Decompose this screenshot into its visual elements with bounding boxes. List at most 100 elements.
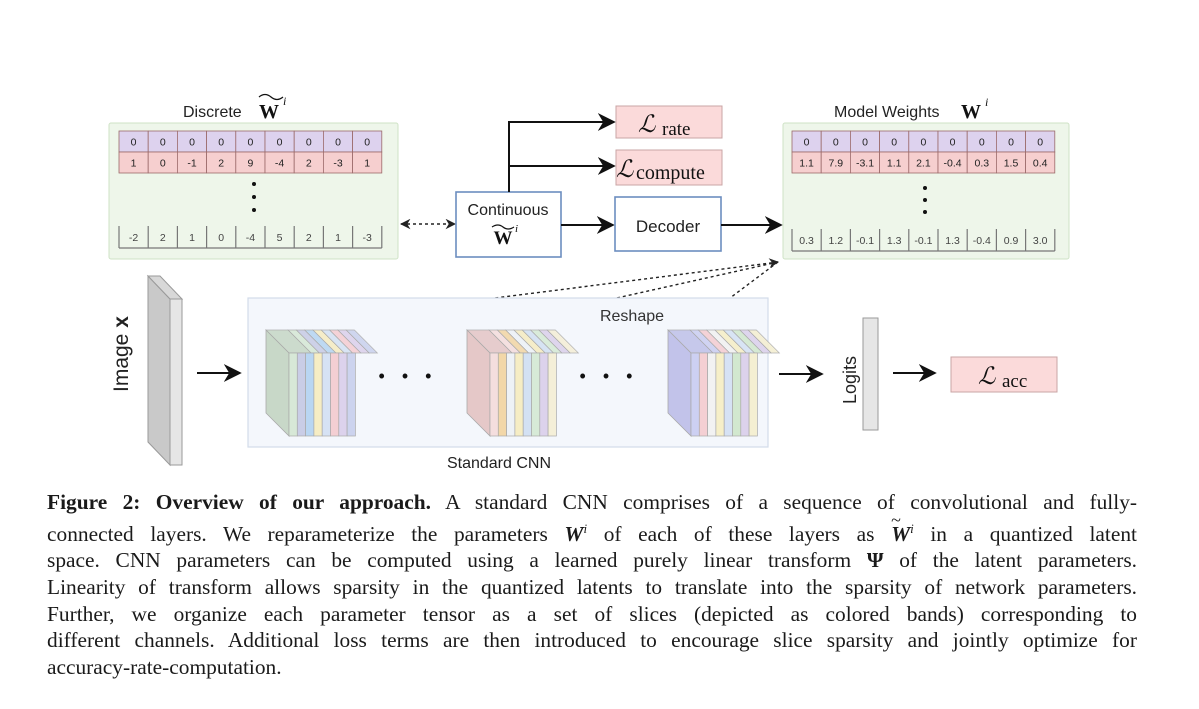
table-cell: 0 <box>189 136 195 148</box>
table-cell: 1.3 <box>887 235 902 247</box>
loss-acc-box: ℒ acc <box>950 356 1058 393</box>
caption-line-1: Figure 2: Overview of our approach. A st… <box>47 490 1138 514</box>
channel-band <box>732 352 742 437</box>
channel-band <box>489 352 499 437</box>
caption-line-6: different channels. Additional loss term… <box>47 628 1137 653</box>
vertical-ellipsis <box>252 182 256 212</box>
table-cell: 1.1 <box>799 157 814 169</box>
table-cell: 0.9 <box>1004 235 1019 247</box>
caption-line-5: Further, we organize each parameter tens… <box>47 601 1137 626</box>
table-cell: 0 <box>804 136 810 148</box>
horizontal-ellipsis-2: • • • <box>580 366 639 386</box>
discrete-panel-title: Discrete <box>183 104 242 121</box>
continuous-weights-box: Continuous W i <box>455 191 562 258</box>
table-cell-bg <box>352 151 383 174</box>
channel-band <box>522 352 532 437</box>
discrete-title-math: W i <box>258 93 286 123</box>
channel-band <box>497 352 507 437</box>
decoder-box: Decoder <box>614 196 722 252</box>
channel-band <box>707 352 717 437</box>
table-cell: 0 <box>306 136 312 148</box>
table-cell: 2.1 <box>916 157 931 169</box>
table-cell: 0 <box>862 136 868 148</box>
table-cell: 0 <box>1008 136 1014 148</box>
channel-band <box>690 352 700 437</box>
channel-band <box>305 352 315 437</box>
table-cell: 1 <box>189 232 195 244</box>
svg-text:ℒ: ℒ <box>616 155 634 183</box>
channel-band <box>539 352 549 437</box>
channel-band <box>715 352 725 437</box>
channel-band <box>748 352 758 437</box>
figure-caption: Figure 2: Overview of our approach. A st… <box>47 489 1137 680</box>
table-cell: -0.1 <box>914 235 932 247</box>
caption-line-2: connected layers. We reparameterize the … <box>47 509 1137 546</box>
channel-band <box>330 352 340 437</box>
table-cell: 0.3 <box>799 235 814 247</box>
table-cell: -0.1 <box>856 235 874 247</box>
table-cell: 0 <box>833 136 839 148</box>
table-cell: -3 <box>333 157 342 169</box>
svg-text:W: W <box>259 101 279 123</box>
continuous-math: W <box>494 228 513 249</box>
table-cell: 7.9 <box>828 157 843 169</box>
channel-band <box>288 352 298 437</box>
svg-text:W: W <box>961 101 981 123</box>
cnn-layer-cubes <box>265 329 781 437</box>
table-cell: 0 <box>247 136 253 148</box>
continuous-label: Continuous <box>468 202 549 219</box>
svg-text:compute: compute <box>636 162 705 184</box>
channel-band <box>547 352 557 437</box>
channel-band <box>531 352 541 437</box>
channel-band <box>506 352 516 437</box>
table-cell: 0 <box>218 136 224 148</box>
channel-band <box>723 352 733 437</box>
horizontal-ellipsis-1: • • • <box>379 366 438 386</box>
table-cell: 2 <box>306 157 312 169</box>
logits-label: Logits <box>840 356 860 404</box>
table-cell: 5 <box>277 232 283 244</box>
table-cell: -0.4 <box>944 157 962 169</box>
cnn-layer-cube-3 <box>667 329 781 437</box>
svg-text:ℒ: ℒ <box>638 110 656 138</box>
table-cell: 1.2 <box>828 235 843 247</box>
svg-text:i: i <box>515 223 518 235</box>
table-cell: -3 <box>363 232 372 244</box>
table-cell: 2 <box>306 232 312 244</box>
table-cell: 0 <box>891 136 897 148</box>
table-cell: 3.0 <box>1033 235 1048 247</box>
table-cell-bg <box>1025 151 1056 174</box>
table-cell: -2 <box>129 232 138 244</box>
channel-band <box>338 352 348 437</box>
table-cell: 1 <box>364 157 370 169</box>
table-cell: -1 <box>187 157 196 169</box>
table-cell: 0 <box>335 136 341 148</box>
model-panel-title: Model Weights <box>834 104 940 121</box>
table-cell: 0 <box>364 136 370 148</box>
image-input-slab <box>146 274 184 467</box>
caption-line-7: accuracy-rate-computation. <box>47 654 282 679</box>
loss-rate-box: ℒ rate <box>615 105 723 140</box>
table-cell: 0 <box>1037 136 1043 148</box>
table-cell: 0 <box>160 157 166 169</box>
table-cell: 0 <box>218 232 224 244</box>
loss-compute-box: ℒ compute <box>615 149 723 186</box>
svg-text:i: i <box>985 95 988 109</box>
reshape-label: Reshape <box>600 308 664 325</box>
svg-text:ℒ: ℒ <box>978 362 996 390</box>
caption-line-3: space. CNN parameters can be computed us… <box>47 548 1137 573</box>
cnn-layer-cube-1 <box>265 329 379 437</box>
cnn-layer-cube-2 <box>466 329 580 437</box>
table-cell: 0 <box>950 136 956 148</box>
decoder-label: Decoder <box>636 217 701 236</box>
table-cell: -4 <box>275 157 284 169</box>
